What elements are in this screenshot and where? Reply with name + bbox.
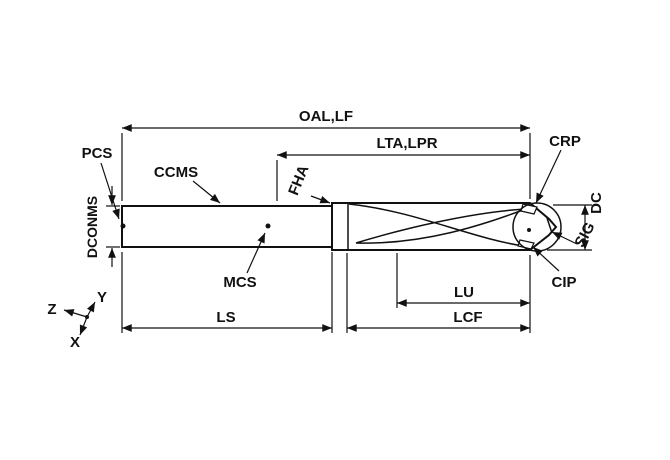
axis-indicator: Z Y X [47, 289, 107, 351]
axis-x-label: X [70, 334, 80, 351]
dimension-lines [106, 124, 592, 333]
cip-leader [532, 246, 560, 272]
leader-arrows [100, 149, 578, 274]
label-pcs: PCS [82, 145, 113, 162]
chisel-edge [546, 217, 553, 234]
label-dc: DC [588, 192, 605, 214]
mcs-leader [246, 232, 266, 274]
ccms-leader [192, 180, 221, 204]
axis-x-arrow [79, 316, 88, 336]
fha-leader [310, 195, 331, 204]
mcs-reference-dot [265, 223, 271, 229]
label-lu: LU [454, 284, 474, 301]
pcs-reference-dot [120, 223, 126, 229]
insert-screw-dot [527, 228, 531, 232]
flute-curve-2 [348, 203, 530, 248]
label-sig: SIG [571, 219, 598, 250]
axis-z-label: Z [47, 301, 56, 318]
sig-leader [551, 231, 578, 245]
axis-z-arrow [63, 309, 88, 318]
label-crp: CRP [549, 133, 581, 150]
axis-y-arrow [86, 301, 96, 318]
shank-outline [121, 205, 333, 248]
label-oal-lf: OAL,LF [299, 108, 353, 125]
label-ls: LS [216, 309, 235, 326]
label-dconms: DCONMS [84, 196, 100, 258]
label-mcs: MCS [223, 274, 256, 291]
label-lta-lpr: LTA,LPR [376, 135, 437, 152]
label-fha: FHA [285, 163, 312, 198]
label-ccms: CCMS [154, 164, 198, 181]
crp-leader [535, 149, 562, 204]
center-insert [517, 239, 535, 250]
drill-drawing [120, 202, 562, 252]
label-cip: CIP [551, 274, 576, 291]
pcs-leader [100, 162, 120, 220]
axis-y-label: Y [97, 289, 107, 306]
label-lcf: LCF [453, 309, 482, 326]
